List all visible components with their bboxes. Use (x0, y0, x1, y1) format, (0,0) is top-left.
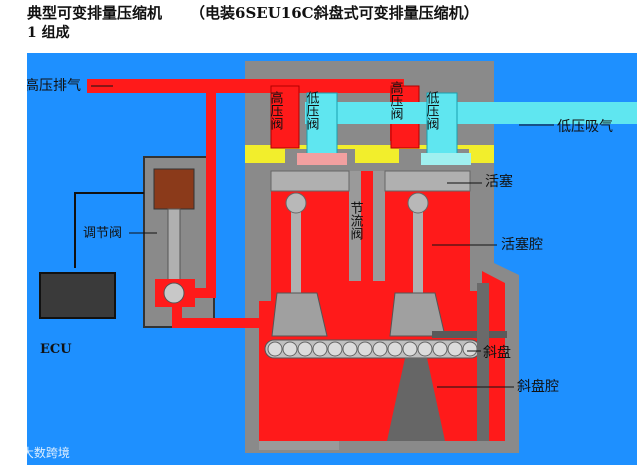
title-main: 典型可变排量压缩机 (27, 4, 162, 22)
compressor-diagram: 高压排气 低压吸气 调节阀 ECU 高压阀 低压阀 高压阀 低压阀 节流阀 活塞… (27, 53, 637, 465)
watermark-text: 大数跨境 (22, 446, 70, 460)
rod-right (413, 203, 423, 298)
low-pressure-valve-label-2: 低压阀 (424, 91, 440, 130)
swash-plate-label: 斜盘 (483, 344, 511, 361)
high-pressure-exhaust-label: 高压排气 (27, 77, 81, 94)
rod-left (291, 203, 301, 298)
title-subtitle: （电装6SEU16C斜盘式可变排量压缩机） (190, 4, 479, 22)
throttle-valve-label: 节流阀 (348, 201, 364, 240)
swash-plate (265, 340, 480, 358)
drive-shaft (432, 331, 507, 338)
ecu-label: ECU (40, 342, 72, 357)
ecu-box (40, 273, 115, 318)
low-pressure-port-2 (421, 153, 471, 165)
watermark: ✿ 大数跨境 (8, 444, 70, 461)
swash-plate-chamber-label: 斜盘腔 (517, 378, 559, 395)
piston-left (271, 171, 349, 191)
shaft-housing-right (477, 283, 489, 441)
low-pressure-valve-label-1: 低压阀 (304, 91, 320, 130)
rod-right-joint-top (408, 193, 428, 213)
section-heading: 1 组成 (27, 22, 70, 42)
cylinder-wall-left (259, 171, 271, 301)
watermark-icon: ✿ (8, 446, 22, 460)
piston-label: 活塞 (485, 173, 513, 190)
page-title: 典型可变排量压缩机 （电装6SEU16C斜盘式可变排量压缩机） (27, 2, 479, 23)
rod-left-joint-top (286, 193, 306, 213)
high-pressure-valve-label-1: 高压阀 (268, 90, 284, 130)
piston-shoe-left (272, 293, 327, 336)
piston-shoe-right (390, 293, 445, 336)
low-pressure-port-1 (297, 153, 347, 165)
cylinder-divider-2 (373, 171, 385, 281)
regulating-valve-ball (164, 283, 184, 303)
cylinder-wall-right (470, 171, 482, 291)
regulating-valve-element (154, 169, 194, 209)
high-pressure-valve-label-2: 高压阀 (388, 80, 404, 120)
piston-right (385, 171, 470, 191)
regulating-valve-label: 调节阀 (83, 226, 122, 241)
low-pressure-intake-label: 低压吸气 (557, 119, 613, 135)
piston-chamber-label: 活塞腔 (501, 236, 543, 253)
